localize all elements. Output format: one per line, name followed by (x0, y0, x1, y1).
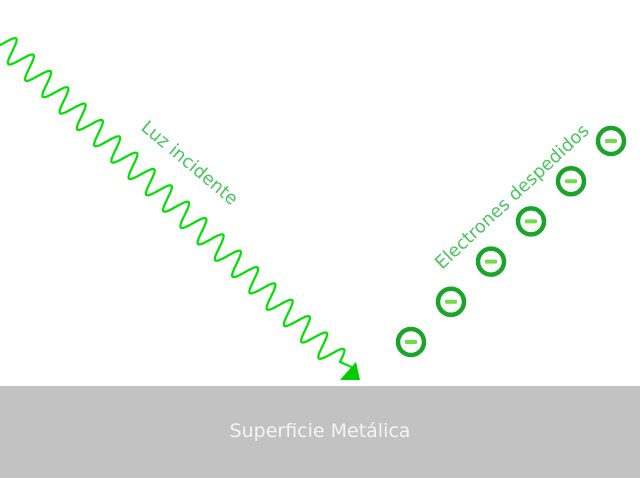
electron (555, 165, 587, 197)
electron-negative-charge (405, 340, 417, 344)
electron (595, 125, 627, 157)
electron (475, 246, 507, 277)
electron (435, 286, 467, 318)
electron (515, 206, 547, 237)
ejected-electrons-label: Electrones despedidos (431, 120, 594, 274)
electron-negative-charge (565, 179, 577, 184)
ejected-electrons (395, 125, 627, 358)
incident-light-label: Luz incidente (137, 117, 242, 210)
metal-surface: Superficie Metálica (0, 386, 640, 478)
electron-negative-charge (485, 259, 497, 264)
metal-surface-label: Superficie Metálica (229, 420, 411, 442)
incident-light-wave (0, 37, 356, 370)
incident-light-arrowhead (340, 362, 360, 380)
electron-negative-charge (605, 139, 617, 143)
electron (395, 326, 427, 358)
electron-negative-charge (525, 219, 537, 224)
electron-negative-charge (445, 299, 457, 304)
